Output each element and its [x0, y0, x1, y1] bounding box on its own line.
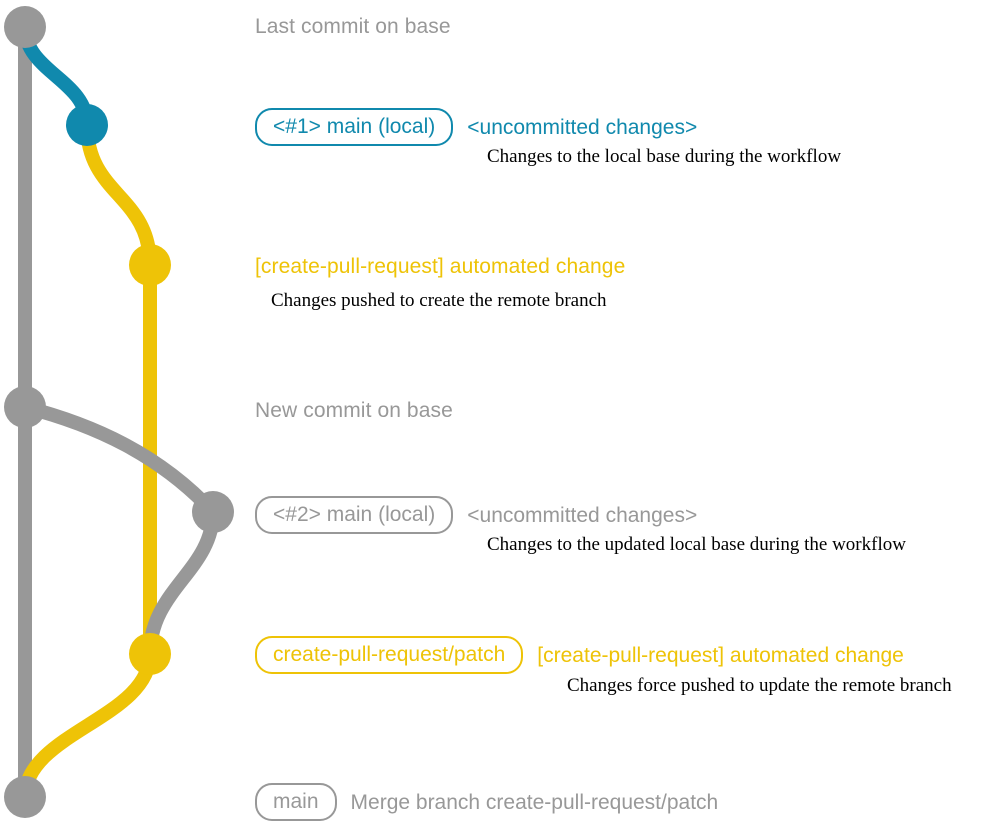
commit-row-new-commit-on-base: New commit on base [255, 399, 453, 423]
branch-pill-remote-2[interactable]: create-pull-request/patch [255, 636, 524, 674]
commit-row-merge-commit: main Merge branch create-pull-request/pa… [255, 783, 718, 821]
commit-subject-remote-2: [create-pull-request] automated change [537, 643, 904, 667]
commit-row-local-commit-1: <#1> main (local) <uncommitted changes> [255, 108, 697, 146]
edge-remote2-to-merge [18, 647, 157, 804]
branch-pill-local-1[interactable]: <#1> main (local) [255, 108, 454, 146]
commit-description-local-1: Changes to the local base during the wor… [487, 146, 842, 167]
commit-node-remote-2[interactable] [129, 633, 171, 675]
commit-heading-remote-1: [create-pull-request] automated change [255, 255, 626, 278]
edge-basenew-to-local2 [18, 400, 220, 519]
edge-local2-to-remote2 [143, 505, 220, 661]
commit-row-last-commit-on-base: Last commit on base [255, 15, 451, 39]
commit-description-remote-1: Changes pushed to create the remote bran… [271, 290, 607, 311]
commit-row-remote-commit-1: [create-pull-request] automated change [255, 255, 625, 279]
commit-description-remote-2: Changes force pushed to update the remot… [567, 675, 952, 696]
branch-pill-main[interactable]: main [255, 783, 337, 821]
commit-node-local-2[interactable] [192, 491, 234, 533]
commit-subject-merge: Merge branch create-pull-request/patch [350, 790, 719, 814]
commit-node-base-new[interactable] [4, 386, 46, 428]
commit-subject-local-2: <uncommitted changes> [467, 503, 698, 527]
commit-node-base-merge[interactable] [4, 776, 46, 818]
commit-subject-local-1: <uncommitted changes> [467, 115, 698, 139]
commit-node-local-1[interactable] [66, 104, 108, 146]
commit-heading-last-commit-on-base: Last commit on base [255, 15, 451, 38]
commit-heading-new-commit-on-base: New commit on base [255, 399, 453, 422]
commit-description-local-2: Changes to the updated local base during… [487, 534, 906, 555]
commit-node-base-head[interactable] [4, 6, 46, 48]
edge-local1-to-remote1 [80, 118, 157, 272]
commit-row-local-commit-2: <#2> main (local) <uncommitted changes> [255, 496, 697, 534]
commit-node-remote-1[interactable] [129, 244, 171, 286]
branch-pill-local-2[interactable]: <#2> main (local) [255, 496, 454, 534]
commit-row-remote-commit-2: create-pull-request/patch [create-pull-r… [255, 636, 904, 674]
